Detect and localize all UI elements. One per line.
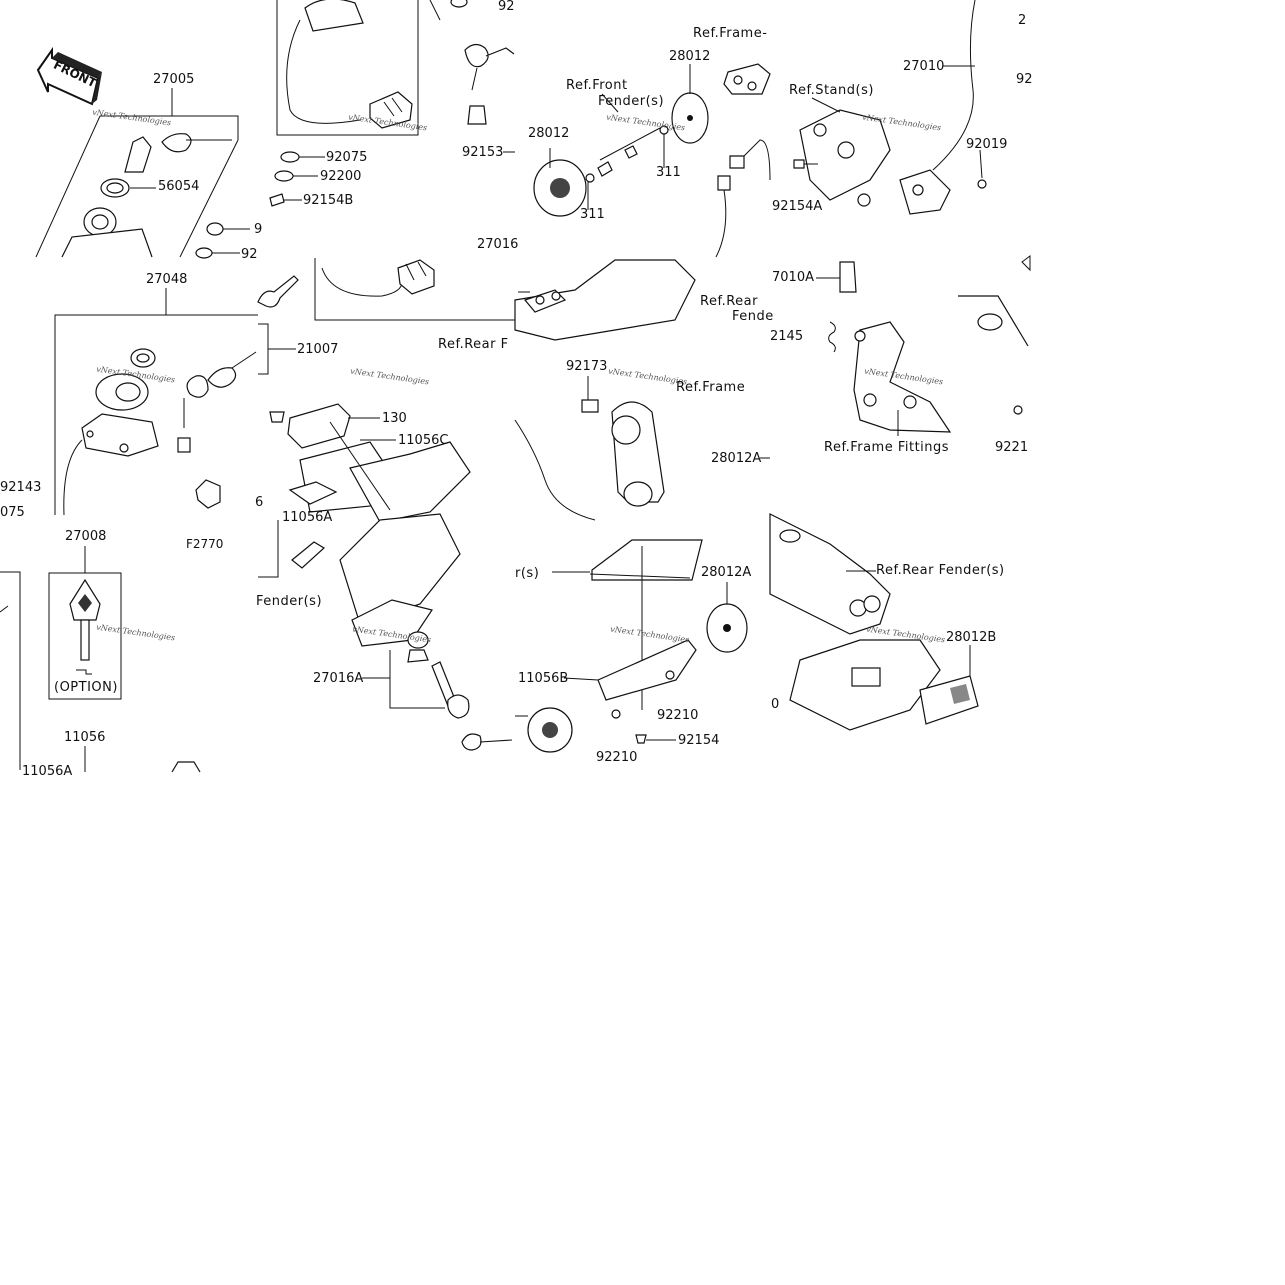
part-label-92-top: 92 [498, 0, 515, 14]
part-label-27008: 27008 [65, 529, 107, 544]
ref-label-r-s: r(s) [515, 566, 540, 581]
part-label-92153: 92153 [462, 145, 504, 160]
sensor-7010A-drawing [816, 255, 1031, 436]
part-label-0: 0 [771, 697, 780, 712]
part-label-075: 075 [0, 505, 25, 520]
part-label-92173: 92173 [566, 359, 608, 374]
part-label-28012B: 28012B [946, 630, 997, 645]
part-label-56054: 56054 [158, 179, 200, 194]
part-label-92075: 92075 [326, 150, 368, 165]
option-label: (OPTION) [54, 680, 118, 695]
part-label-28012A: 28012A [701, 565, 752, 580]
part-label-27010: 27010 [903, 59, 945, 74]
ref-label-frame-mid: Ref.Frame [676, 380, 746, 395]
part-label-92154B: 92154B [303, 193, 354, 208]
part-label-92200: 92200 [320, 169, 362, 184]
front-arrow-icon [36, 46, 102, 106]
reflector-28012B-drawing [769, 513, 979, 731]
ignition-switch-27005-drawing [35, 88, 250, 259]
reflector-28012-drawing [533, 63, 771, 258]
part-label-6: 6 [255, 495, 264, 510]
part-label-92-right: 92 [1016, 72, 1033, 87]
frame-mid-drawing [514, 259, 770, 521]
ref-label-rear-fender-mid-1: Ref.Rear [700, 294, 758, 309]
ref-label-rear-fender-right: Ref.Rear Fender(s) [876, 563, 1005, 578]
part-label-11056A: 11056A [282, 510, 333, 525]
part-label-28012-top: 28012 [669, 49, 711, 64]
part-label-92b: 92 [241, 247, 258, 262]
option-key-27008-drawing [0, 546, 201, 773]
part-label-11056C: 11056C [398, 433, 449, 448]
ref-label-fender: Fender(s) [256, 594, 323, 609]
ref-label-front-fender-1: Ref.Front [566, 78, 628, 93]
ref-label-stands: Ref.Stand(s) [789, 83, 874, 98]
part-label-27048: 27048 [146, 272, 188, 287]
part-label-11056A-bottom: 11056A [22, 764, 73, 779]
bracket-11056C-drawing [269, 258, 515, 523]
part-label-130: 130 [382, 411, 407, 426]
rear-bracket-27016A-drawing [258, 513, 513, 751]
part-label-7010A: 7010A [772, 270, 814, 285]
part-label-9221: 9221 [995, 440, 1029, 455]
ref-label-frame-fittings: Ref.Frame Fittings [824, 440, 950, 455]
ref-label-frame-top: Ref.Frame- [693, 26, 768, 41]
part-label-92154: 92154 [678, 733, 720, 748]
figure-code: F2770 [186, 537, 224, 551]
part-label-92019: 92019 [966, 137, 1008, 152]
stand-switch-27010-drawing [793, 0, 987, 215]
part-label-9a: 9 [254, 222, 263, 237]
switch-assembly-27048-drawing [54, 275, 299, 516]
part-label-2145: 2145 [770, 329, 804, 344]
bracket-11056B-drawing [515, 539, 748, 753]
part-label-2-top: 2 [1018, 13, 1027, 28]
part-label-311-a: 311 [580, 207, 605, 222]
part-label-21007: 21007 [297, 342, 339, 357]
part-label-11056B: 11056B [518, 671, 569, 686]
part-label-27016A: 27016A [313, 671, 364, 686]
part-label-11056: 11056 [64, 730, 106, 745]
part-label-92154A: 92154A [772, 199, 823, 214]
part-label-92143: 92143 [0, 480, 42, 495]
ref-label-rear-fender-mid-2: Fende [732, 309, 774, 324]
part-label-92210-a: 92210 [657, 708, 699, 723]
part-label-27016: 27016 [477, 237, 519, 252]
part-label-27005: 27005 [153, 72, 195, 87]
part-label-28012A-mid: 28012A [711, 451, 762, 466]
part-label-311-b: 311 [656, 165, 681, 180]
harness-top-drawing [269, 0, 515, 207]
ref-label-front-fender-2: Fender(s) [598, 94, 665, 109]
part-label-92210-b: 92210 [596, 750, 638, 765]
part-label-28012-left: 28012 [528, 126, 570, 141]
ref-label-rear-left: Ref.Rear F [438, 337, 509, 352]
